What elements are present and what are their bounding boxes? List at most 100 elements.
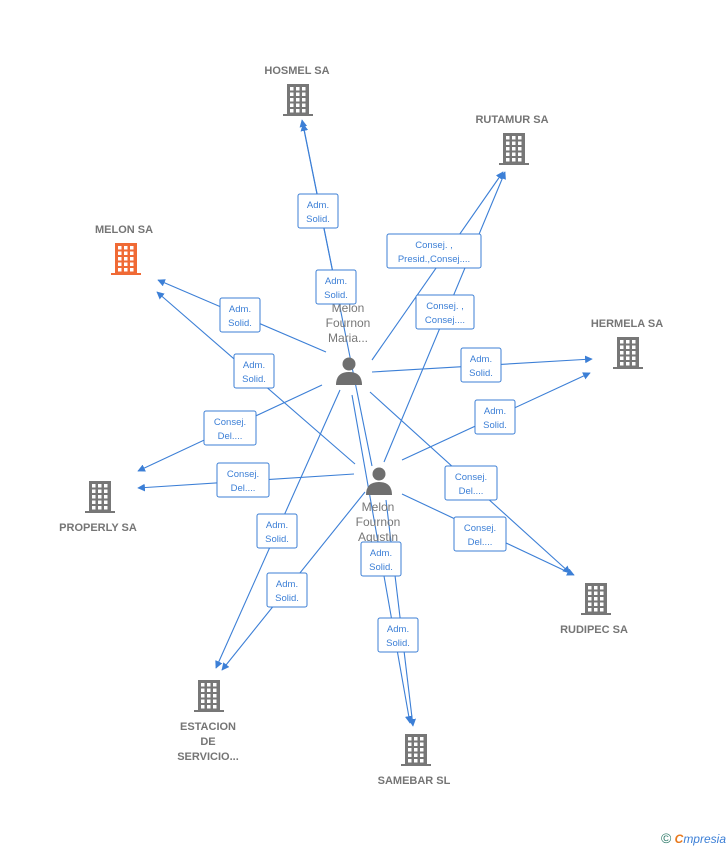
company-label: SERVICIO... <box>177 751 239 763</box>
edge-label-text: Solid. <box>306 214 330 225</box>
edge-label-text: Solid. <box>324 290 348 301</box>
edge-label-text: Solid. <box>242 374 266 385</box>
person-label: Agustin <box>358 530 398 544</box>
edge-label-text: Solid. <box>483 420 507 431</box>
company-node-hosmel[interactable]: HOSMEL SA <box>264 65 330 116</box>
company-label: HERMELA SA <box>591 318 663 330</box>
building-icon <box>111 243 141 275</box>
edge-label-text: Del.... <box>218 431 243 442</box>
edge-label-text: Consej. <box>455 472 487 483</box>
company-label: DE <box>200 736 215 748</box>
edge-label-text: Adm. <box>484 406 506 417</box>
edge-label-maria-properly[interactable]: Consej. Del.... <box>203 410 257 446</box>
building-icon <box>401 734 431 766</box>
edge-label-agustin-properly[interactable]: Consej. Del.... <box>216 462 270 498</box>
company-label: HOSMEL SA <box>264 65 329 77</box>
edge-label-text: Del.... <box>231 483 256 494</box>
edge-label-text: Adm. <box>325 276 347 287</box>
edge-label-box <box>360 541 402 577</box>
building-icon <box>613 337 643 369</box>
person-label: Fournon <box>356 515 401 529</box>
edge-label-text: Del.... <box>468 537 493 548</box>
building-icon <box>85 481 115 513</box>
company-label: RUDIPEC SA <box>560 624 628 636</box>
company-label: MELON SA <box>95 224 153 236</box>
edge-label-box <box>377 617 419 653</box>
edge-label-maria-rudipec[interactable]: Consej. Del.... <box>444 465 498 501</box>
edge-label-maria-samebar[interactable]: Adm. Solid. <box>360 541 402 577</box>
edge-label-maria-hermela[interactable]: Adm. Solid. <box>460 347 502 383</box>
edge-label-text: Presid.,Consej.... <box>398 254 470 265</box>
edge-label-text: Del.... <box>459 486 484 497</box>
edge-label-text: Adm. <box>307 200 329 211</box>
edge-label-text: Adm. <box>243 360 265 371</box>
edge-label-text: Consej. , <box>415 240 453 251</box>
company-node-rudipec[interactable]: RUDIPEC SA <box>560 583 628 636</box>
edge-label-text: Consej. <box>464 523 496 534</box>
edge-label-text: Consej. <box>227 469 259 480</box>
company-node-hermela[interactable]: HERMELA SA <box>591 318 663 369</box>
person-label: Fournon <box>326 316 371 330</box>
edge-label-text: Adm. <box>370 548 392 559</box>
edge-label-text: Consej. , <box>426 301 464 312</box>
edge-label-text: Consej. <box>214 417 246 428</box>
edge-label-agustin-samebar[interactable]: Adm. Solid. <box>377 617 419 653</box>
company-node-estacion[interactable]: ESTACION DE SERVICIO... <box>177 680 239 763</box>
edge-label-text: Consej.... <box>425 315 465 326</box>
person-icon <box>336 357 362 385</box>
edge-label-box <box>474 399 516 435</box>
edge-label-box <box>219 297 261 333</box>
edge-label-text: Solid. <box>228 318 252 329</box>
building-icon <box>283 84 313 116</box>
edge-label-agustin-estacion[interactable]: Adm.Solid. <box>266 572 308 608</box>
edge-label-text: Adm. <box>470 354 492 365</box>
company-node-properly[interactable]: PROPERLY SA <box>59 481 137 534</box>
edge-label-text: Adm. <box>387 624 409 635</box>
nodes-layer: HOSMEL SA RUTAMUR SA MELON SA HERMELA SA PRO… <box>59 65 663 787</box>
edge-label-text: Solid. <box>369 562 393 573</box>
edge-label-box <box>415 294 475 330</box>
edge-label-maria-hosmel[interactable]: Adm. Solid. <box>297 193 339 229</box>
edge-label-box <box>266 572 308 608</box>
edge-label-box <box>216 462 270 498</box>
copyright-symbol: © <box>660 830 672 846</box>
edge-label-box <box>453 516 507 552</box>
company-node-melon[interactable]: MELON SA <box>95 224 153 275</box>
company-node-rutamur[interactable]: RUTAMUR SA <box>475 114 549 165</box>
edge-label-text: Solid. <box>386 638 410 649</box>
edge-labels-layer: Adm. Solid. Adm. Solid. Consej. , Presid.,Con… <box>203 193 516 653</box>
person-label: Maria... <box>328 331 368 345</box>
building-icon <box>581 583 611 615</box>
edge-label-text: Adm. <box>229 304 251 315</box>
edge-label-agustin-hermela[interactable]: Adm. Solid. <box>474 399 516 435</box>
company-node-samebar[interactable]: SAMEBAR SL <box>378 734 451 787</box>
edge-label-box <box>256 513 298 549</box>
edge-label-maria-estacion[interactable]: Adm.Solid. <box>256 513 298 549</box>
edge-label-agustin-melon[interactable]: Adm. Solid. <box>233 353 275 389</box>
edge-label-text: Solid. <box>265 534 289 545</box>
edge-label-text: Solid. <box>469 368 493 379</box>
empresia-brand[interactable]: © Cmpresia <box>661 830 726 846</box>
person-node-maria[interactable]: MelonFournonMaria... <box>326 301 371 385</box>
building-icon <box>499 133 529 165</box>
brand-logo-text: mpresia <box>683 832 726 846</box>
edge-label-box <box>203 410 257 446</box>
building-icon <box>194 680 224 712</box>
company-label: ESTACION <box>180 721 236 733</box>
edge-label-box <box>315 269 357 305</box>
company-label: RUTAMUR SA <box>475 114 548 126</box>
person-label: Melon <box>362 500 395 514</box>
edge-label-maria-melon[interactable]: Adm. Solid. <box>219 297 261 333</box>
edge-label-box <box>233 353 275 389</box>
edge-agustin-samebar <box>385 499 417 727</box>
edge-label-box <box>444 465 498 501</box>
company-label: SAMEBAR SL <box>378 775 451 787</box>
edge-label-box <box>386 233 482 269</box>
edge-label-text: Adm. <box>276 579 298 590</box>
edge-label-agustin-rudipec[interactable]: Consej. Del.... <box>453 516 507 552</box>
edge-label-maria-rutamur[interactable]: Consej. , Presid.,Consej.... <box>386 233 482 269</box>
edge-label-agustin-hosmel[interactable]: Adm. Solid. <box>315 269 357 305</box>
edge-label-agustin-rutamur[interactable]: Consej. , Consej.... <box>415 294 475 330</box>
